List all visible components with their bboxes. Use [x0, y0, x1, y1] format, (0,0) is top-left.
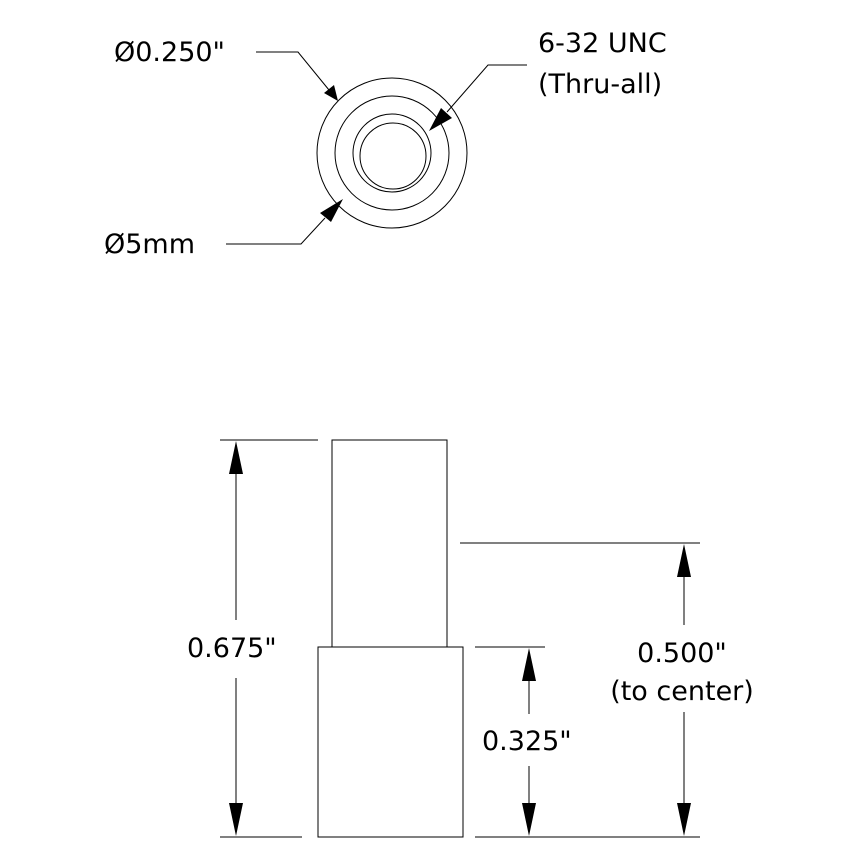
thread-arrowhead	[429, 108, 452, 131]
outer-circle	[316, 77, 468, 229]
outer-diameter-arrowhead	[324, 85, 338, 101]
center-height-bottom-arrow	[677, 803, 691, 836]
overall-height-bottom-arrow	[229, 803, 243, 836]
lower-body-outline	[317, 646, 464, 838]
boss-diameter-leader	[226, 217, 326, 245]
outer-diameter-leader	[256, 51, 330, 91]
boss-diameter-arrowhead	[320, 199, 343, 222]
overall-height-label: 0.675"	[187, 633, 277, 664]
center-height-label-line1: 0.500"	[637, 638, 727, 669]
center-height-label-line2: (to center)	[610, 676, 754, 707]
thread-label-line1: 6-32 UNC	[538, 28, 667, 59]
base-height-label: 0.325"	[482, 726, 572, 757]
outer-diameter-label: Ø0.250"	[114, 37, 225, 68]
thread-label-line2: (Thru-all)	[538, 69, 662, 100]
base-height-top-arrow	[522, 648, 536, 681]
upper-boss-outline	[331, 439, 448, 648]
thread-minor-circle	[359, 122, 427, 190]
side-view: 0.675" 0.325" 0.500" (to center)	[187, 439, 754, 838]
base-height-bottom-arrow	[522, 803, 536, 836]
top-view: Ø0.250" 6-32 UNC (Thru-all) Ø5mm	[104, 28, 667, 260]
center-height-top-arrow	[677, 544, 691, 577]
boss-diameter-label: Ø5mm	[104, 229, 195, 260]
overall-height-top-arrow	[229, 441, 243, 474]
thread-major-circle	[352, 113, 432, 193]
shoulder-circle	[334, 95, 450, 211]
thread-leader	[446, 64, 527, 113]
